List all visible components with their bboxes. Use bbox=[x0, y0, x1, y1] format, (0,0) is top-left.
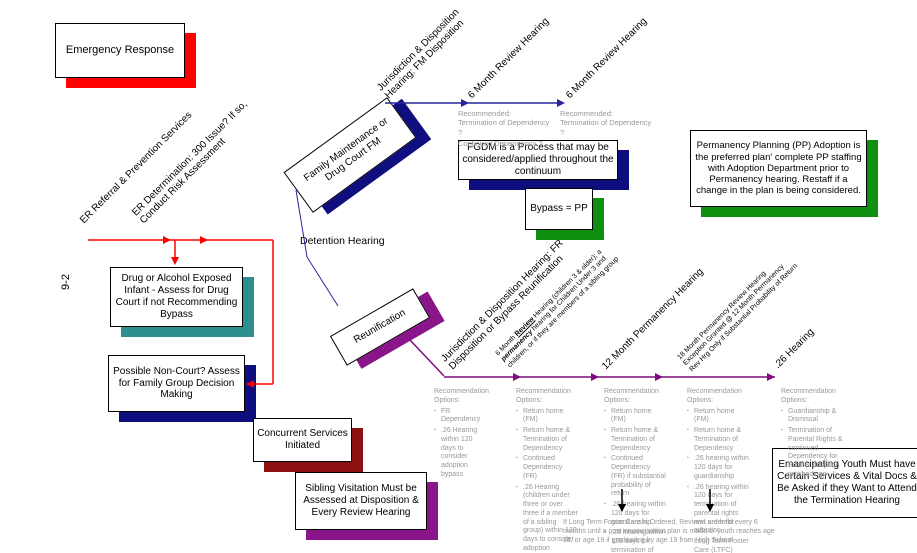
emancipating-youth-label: Emancipating Youth Must have Certain Ser… bbox=[777, 458, 917, 507]
bypass-pp-box: Bypass = PP bbox=[525, 188, 604, 240]
permanency-planning-label: Permanency Planning (PP) Adoption is the… bbox=[695, 140, 862, 197]
fgdm-label: FGDM is a Process that may be considered… bbox=[462, 142, 614, 177]
recommended-note-1: Recommended: Termination of Dependency ?… bbox=[458, 109, 550, 149]
non-court-label: Possible Non-Court? Assess for Family Gr… bbox=[113, 365, 240, 401]
page-number: 9-2 bbox=[59, 274, 72, 290]
ltfc-review-note: If Long Term Foster Care is Ordered, Rev… bbox=[563, 519, 775, 544]
drug-alcohol-box: Drug or Alcohol Exposed Infant - Assess … bbox=[110, 267, 254, 337]
bypass-pp-label: Bypass = PP bbox=[530, 203, 588, 215]
emergency-response-box: Emergency Response bbox=[55, 23, 196, 88]
recommended-note-2: Recommended: Termination of Dependency ? bbox=[560, 109, 652, 137]
emergency-response-label: Emergency Response bbox=[65, 44, 175, 57]
fgdm-box: FGDM is a Process that may be considered… bbox=[458, 140, 629, 190]
reunification-box: Reunification bbox=[329, 288, 445, 369]
family-maintenance-box: Family Maintenance or Drug Court FM bbox=[283, 97, 432, 215]
rec-options-jd-fr: Recommendation Options: FR Dependency .2… bbox=[434, 388, 489, 482]
concurrent-services-box: Concurrent Services Initiated bbox=[253, 418, 363, 472]
rec-options-26-hearing: Recommendation Options: Guardianship & D… bbox=[781, 388, 845, 482]
detention-hearing-label: Detention Hearing bbox=[300, 235, 385, 247]
rec-options-6-month: Recommendation Options: Return home (FM)… bbox=[516, 388, 578, 553]
rec-options-18-month: Recommendation Options: Return home (FM)… bbox=[687, 388, 749, 553]
rec-options-12-month: Recommendation Options: Return home (FM)… bbox=[604, 388, 666, 553]
sibling-visitation-label: Sibling Visitation Must be Assessed at D… bbox=[303, 483, 419, 518]
drug-alcohol-label: Drug or Alcohol Exposed Infant - Assess … bbox=[115, 273, 238, 320]
sibling-visitation-box: Sibling Visitation Must be Assessed at D… bbox=[295, 472, 438, 540]
non-court-box: Possible Non-Court? Assess for Family Gr… bbox=[108, 355, 256, 422]
concurrent-services-label: Concurrent Services Initiated bbox=[257, 428, 348, 451]
permanency-planning-box: Permanency Planning (PP) Adoption is the… bbox=[690, 130, 878, 217]
fm-timeline bbox=[385, 99, 565, 107]
